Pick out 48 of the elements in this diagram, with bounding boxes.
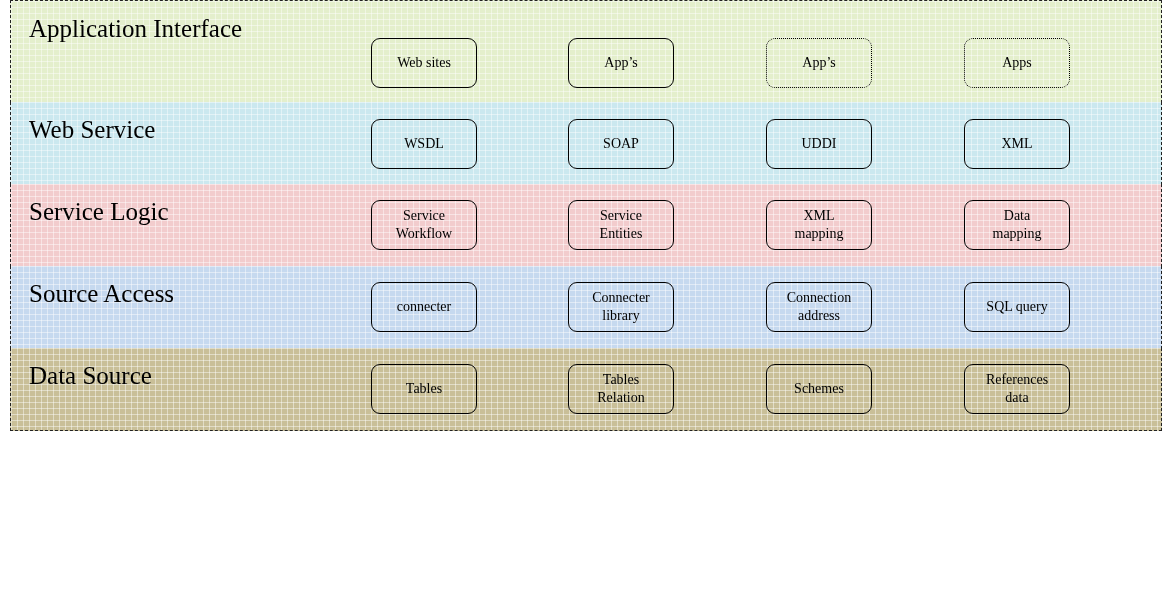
layer-title: Web Service	[29, 116, 156, 144]
component-label: SOAP	[602, 135, 640, 153]
layer-title: Source Access	[29, 280, 175, 308]
component-box	[568, 282, 674, 332]
layer-band	[10, 184, 1162, 267]
component-label: References data	[984, 371, 1050, 407]
component-label: Web sites	[396, 54, 452, 72]
component-box	[766, 119, 872, 169]
component-box	[964, 282, 1070, 332]
component-box	[568, 364, 674, 414]
component-box	[964, 364, 1070, 414]
layer-band	[10, 266, 1162, 349]
component-box	[371, 119, 477, 169]
layer-band	[10, 102, 1162, 185]
component-label: XML mapping	[793, 207, 845, 243]
layer-band	[10, 0, 1162, 103]
layer-title: Data Source	[29, 362, 152, 390]
component-label: WSDL	[403, 135, 445, 153]
layer-title: Service Logic	[29, 198, 169, 226]
component-box	[568, 38, 674, 88]
component-label: Service Workflow	[394, 207, 454, 243]
component-box	[568, 200, 674, 250]
component-box	[766, 282, 872, 332]
component-label: Connecter library	[591, 289, 651, 325]
component-label: UDDI	[800, 135, 838, 153]
component-label: Schemes	[793, 380, 845, 398]
component-label: Data mapping	[991, 207, 1043, 243]
component-box	[371, 200, 477, 250]
component-label: Tables Relation	[596, 371, 646, 407]
component-label: SQL query	[985, 298, 1049, 316]
component-label: App’s	[801, 54, 837, 72]
layer-band	[10, 348, 1162, 431]
component-box	[371, 282, 477, 332]
component-box	[766, 364, 872, 414]
component-box	[568, 119, 674, 169]
component-label: connecter	[395, 298, 453, 316]
component-label: Connection address	[785, 289, 853, 325]
component-box	[964, 200, 1070, 250]
component-box	[371, 364, 477, 414]
component-label: App’s	[603, 54, 639, 72]
layer-title: Application Interface	[29, 15, 243, 43]
component-label: Tables	[404, 380, 444, 398]
component-label: Service Entities	[598, 207, 644, 243]
component-label: Apps	[1001, 54, 1033, 72]
component-box	[766, 200, 872, 250]
component-box	[371, 38, 477, 88]
component-box	[964, 119, 1070, 169]
component-label: XML	[1000, 135, 1034, 153]
